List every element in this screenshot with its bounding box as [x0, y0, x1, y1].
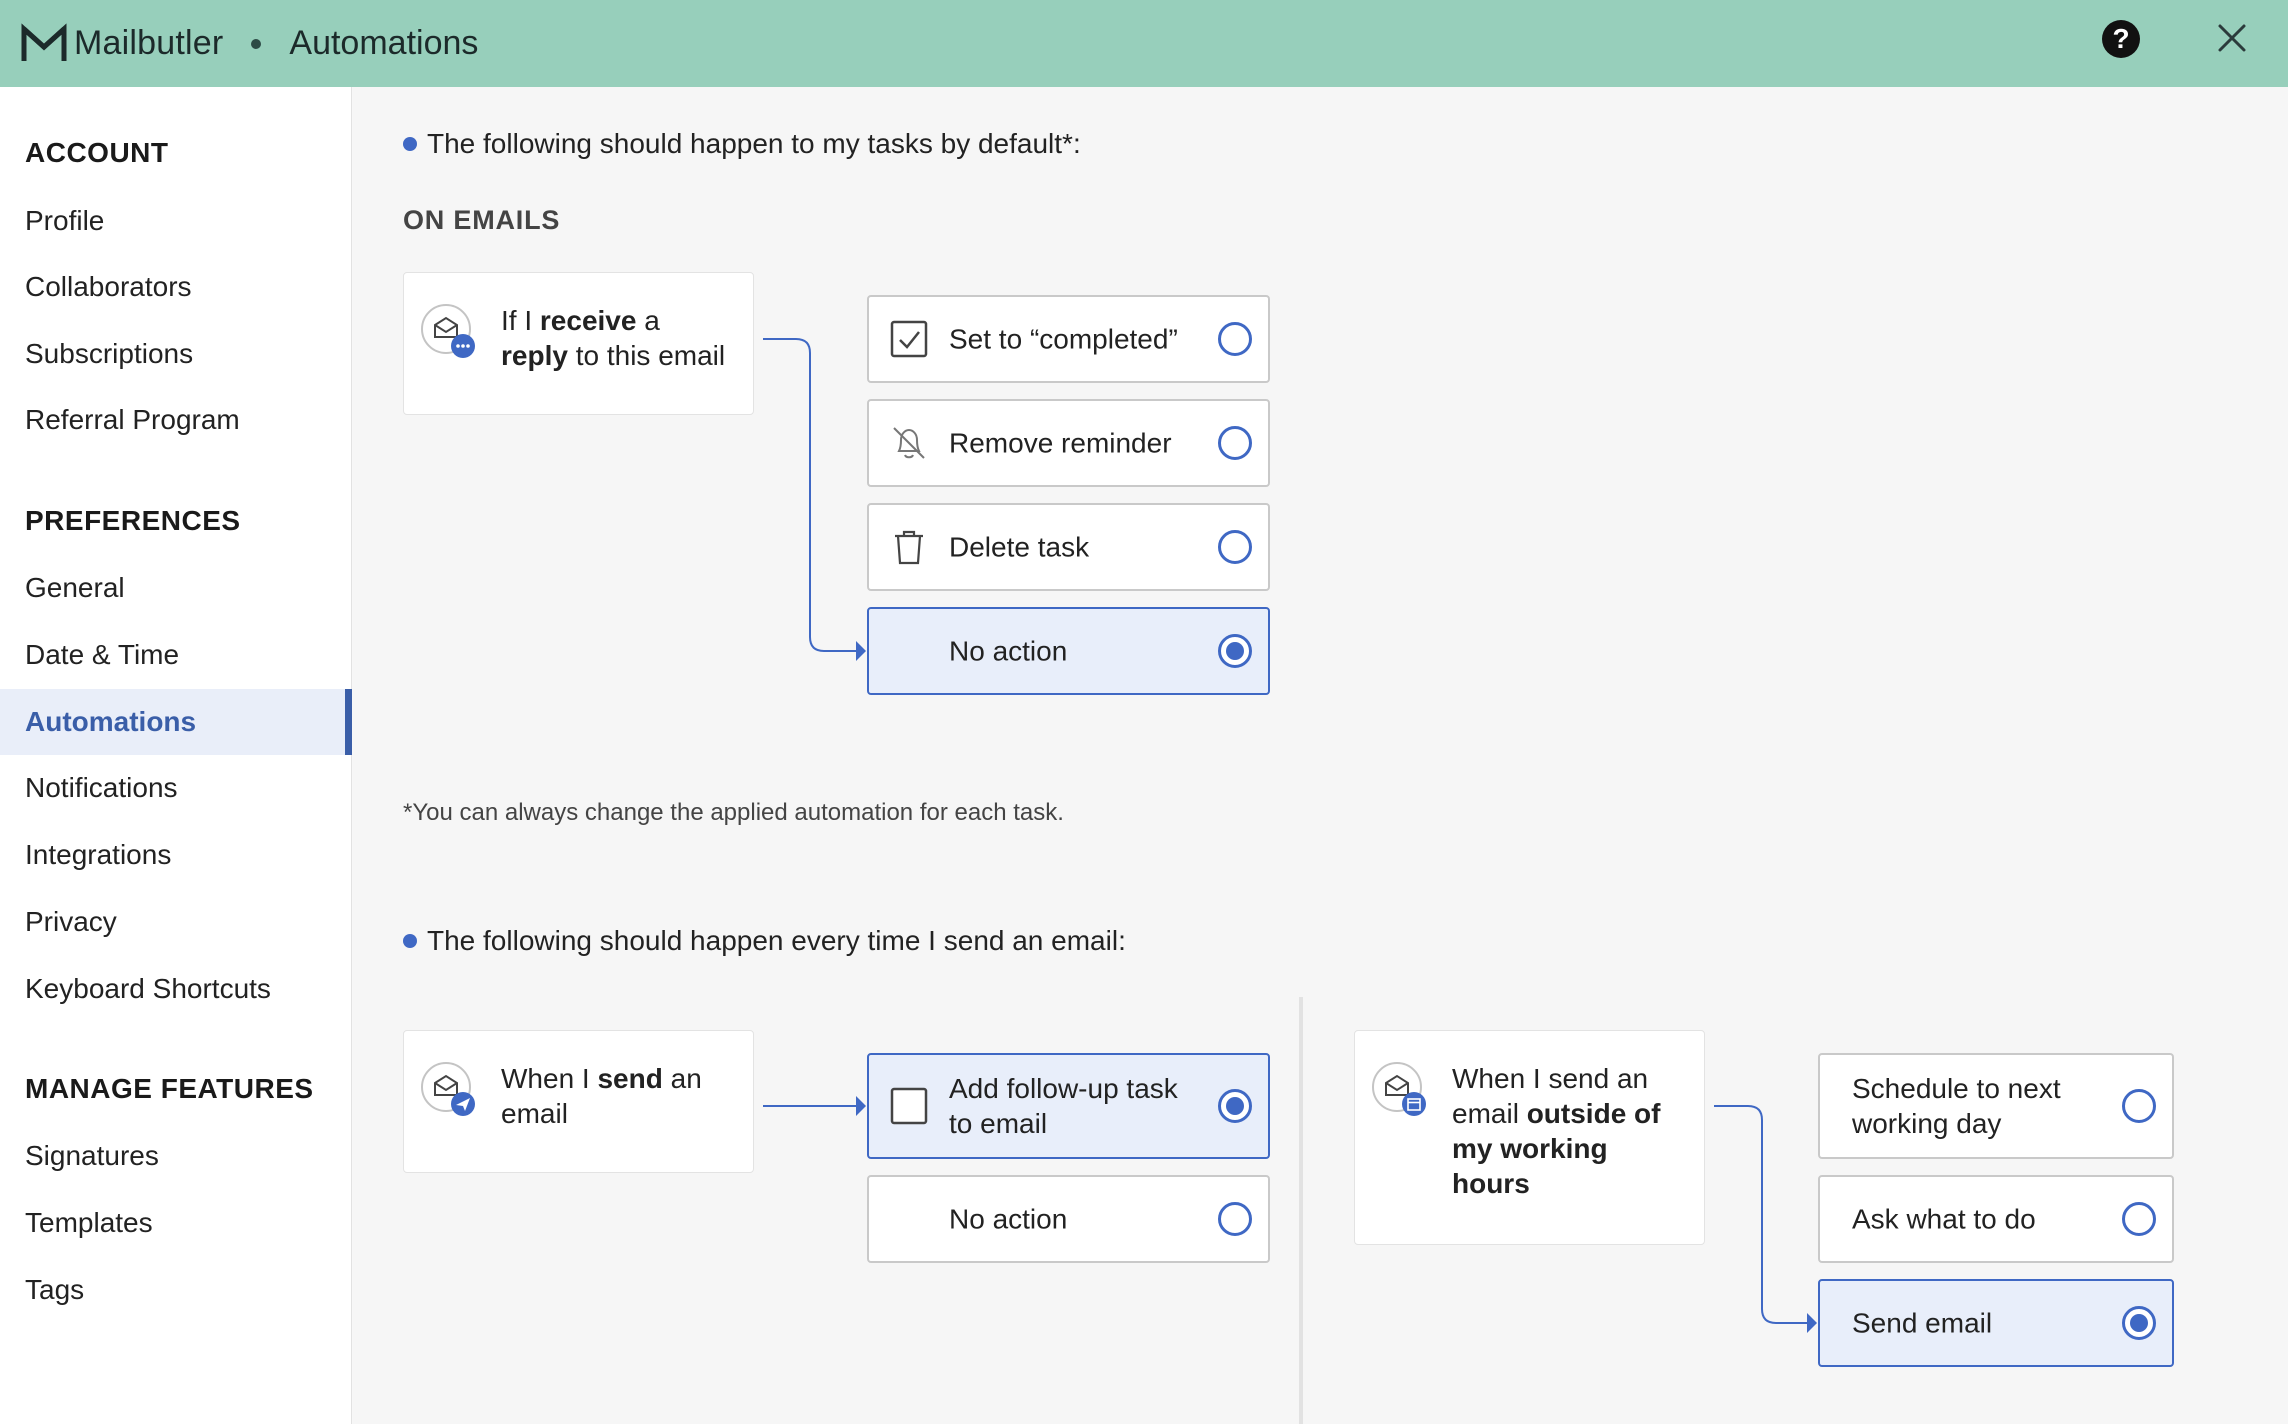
reply-trigger-card: If I receive a reply to this email — [403, 272, 754, 415]
sidebar-section-manage-features: MANAGE FEATURES — [25, 1073, 314, 1104]
email-calendar-icon — [1372, 1062, 1426, 1116]
sidebar-item-keyboard-shortcuts[interactable]: Keyboard Shortcuts — [25, 973, 271, 1004]
column-divider — [1299, 997, 1303, 1424]
close-icon[interactable] — [2212, 18, 2252, 58]
radio-delete-task[interactable] — [1218, 530, 1252, 564]
option-no-action-send[interactable]: No action — [867, 1175, 1270, 1263]
brand-name: Mailbutler — [74, 24, 224, 62]
radio-remove-reminder[interactable] — [1218, 426, 1252, 460]
radio-ask-what-to-do[interactable] — [2122, 1202, 2156, 1236]
outside-hours-trigger-text: When I send an email outside of my worki… — [1452, 1063, 1661, 1199]
option-delete-task[interactable]: Delete task — [867, 503, 1270, 591]
reply-trigger-text: If I receive a reply to this email — [501, 305, 726, 371]
sidebar-item-automations[interactable]: Automations — [0, 689, 352, 755]
send-email-heading: The following should happen every time I… — [403, 925, 1126, 957]
bullet-dot — [403, 137, 417, 151]
sidebar-section-preferences: PREFERENCES — [25, 505, 241, 536]
sidebar-item-integrations[interactable]: Integrations — [25, 839, 172, 870]
checkbox-checked-icon — [890, 320, 928, 358]
separator-dot — [251, 38, 262, 49]
mailbutler-logo — [21, 22, 67, 61]
sidebar-item-templates[interactable]: Templates — [25, 1207, 153, 1238]
option-no-action-reply[interactable]: No action — [867, 607, 1270, 695]
checkbox-empty-icon — [890, 1087, 928, 1125]
radio-no-action-send[interactable] — [1218, 1202, 1252, 1236]
option-send-email[interactable]: Send email — [1818, 1279, 2174, 1367]
sidebar-item-collaborators[interactable]: Collaborators — [25, 271, 192, 302]
sidebar-item-referral-program[interactable]: Referral Program — [25, 404, 240, 435]
bell-off-icon — [893, 427, 925, 459]
send-trigger-text: When I send an email — [501, 1063, 702, 1129]
email-reply-icon — [421, 304, 475, 358]
settings-sidebar: ACCOUNT Profile Collaborators Subscripti… — [0, 87, 352, 1424]
radio-set-completed[interactable] — [1218, 322, 1252, 356]
page-title: Automations — [289, 24, 479, 62]
send-trigger-card: When I send an email — [403, 1030, 754, 1173]
sidebar-section-account: ACCOUNT — [25, 137, 169, 168]
footnote: *You can always change the applied autom… — [403, 799, 1064, 826]
bullet-dot — [403, 934, 417, 948]
radio-send-email[interactable] — [2122, 1306, 2156, 1340]
email-send-icon — [421, 1062, 475, 1116]
trash-icon — [895, 530, 923, 565]
sidebar-item-tags[interactable]: Tags — [25, 1274, 85, 1305]
option-remove-reminder[interactable]: Remove reminder — [867, 399, 1270, 487]
sidebar-item-general[interactable]: General — [25, 572, 125, 603]
outside-hours-trigger-card: When I send an email outside of my worki… — [1354, 1030, 1705, 1245]
sidebar-item-subscriptions[interactable]: Subscriptions — [25, 338, 194, 369]
radio-add-follow-up-task[interactable] — [1218, 1089, 1252, 1123]
sidebar-item-date-time[interactable]: Date & Time — [25, 639, 180, 670]
option-ask-what-to-do[interactable]: Ask what to do — [1818, 1175, 2174, 1263]
sidebar-item-notifications[interactable]: Notifications — [25, 772, 178, 803]
top-bar: Mailbutler Automations ? — [0, 0, 2288, 87]
sidebar-item-privacy[interactable]: Privacy — [25, 906, 117, 937]
default-tasks-heading: The following should happen to my tasks … — [403, 128, 1081, 160]
brand: Mailbutler Automations — [20, 22, 479, 65]
radio-schedule-next-working-day[interactable] — [2122, 1089, 2156, 1123]
on-emails-caption: ON EMAILS — [403, 205, 561, 235]
sidebar-item-profile[interactable]: Profile — [25, 205, 105, 236]
help-icon[interactable]: ? — [2102, 20, 2140, 58]
sidebar-item-signatures[interactable]: Signatures — [25, 1140, 159, 1171]
option-set-completed[interactable]: Set to “completed” — [867, 295, 1270, 383]
radio-no-action-reply[interactable] — [1218, 634, 1252, 668]
